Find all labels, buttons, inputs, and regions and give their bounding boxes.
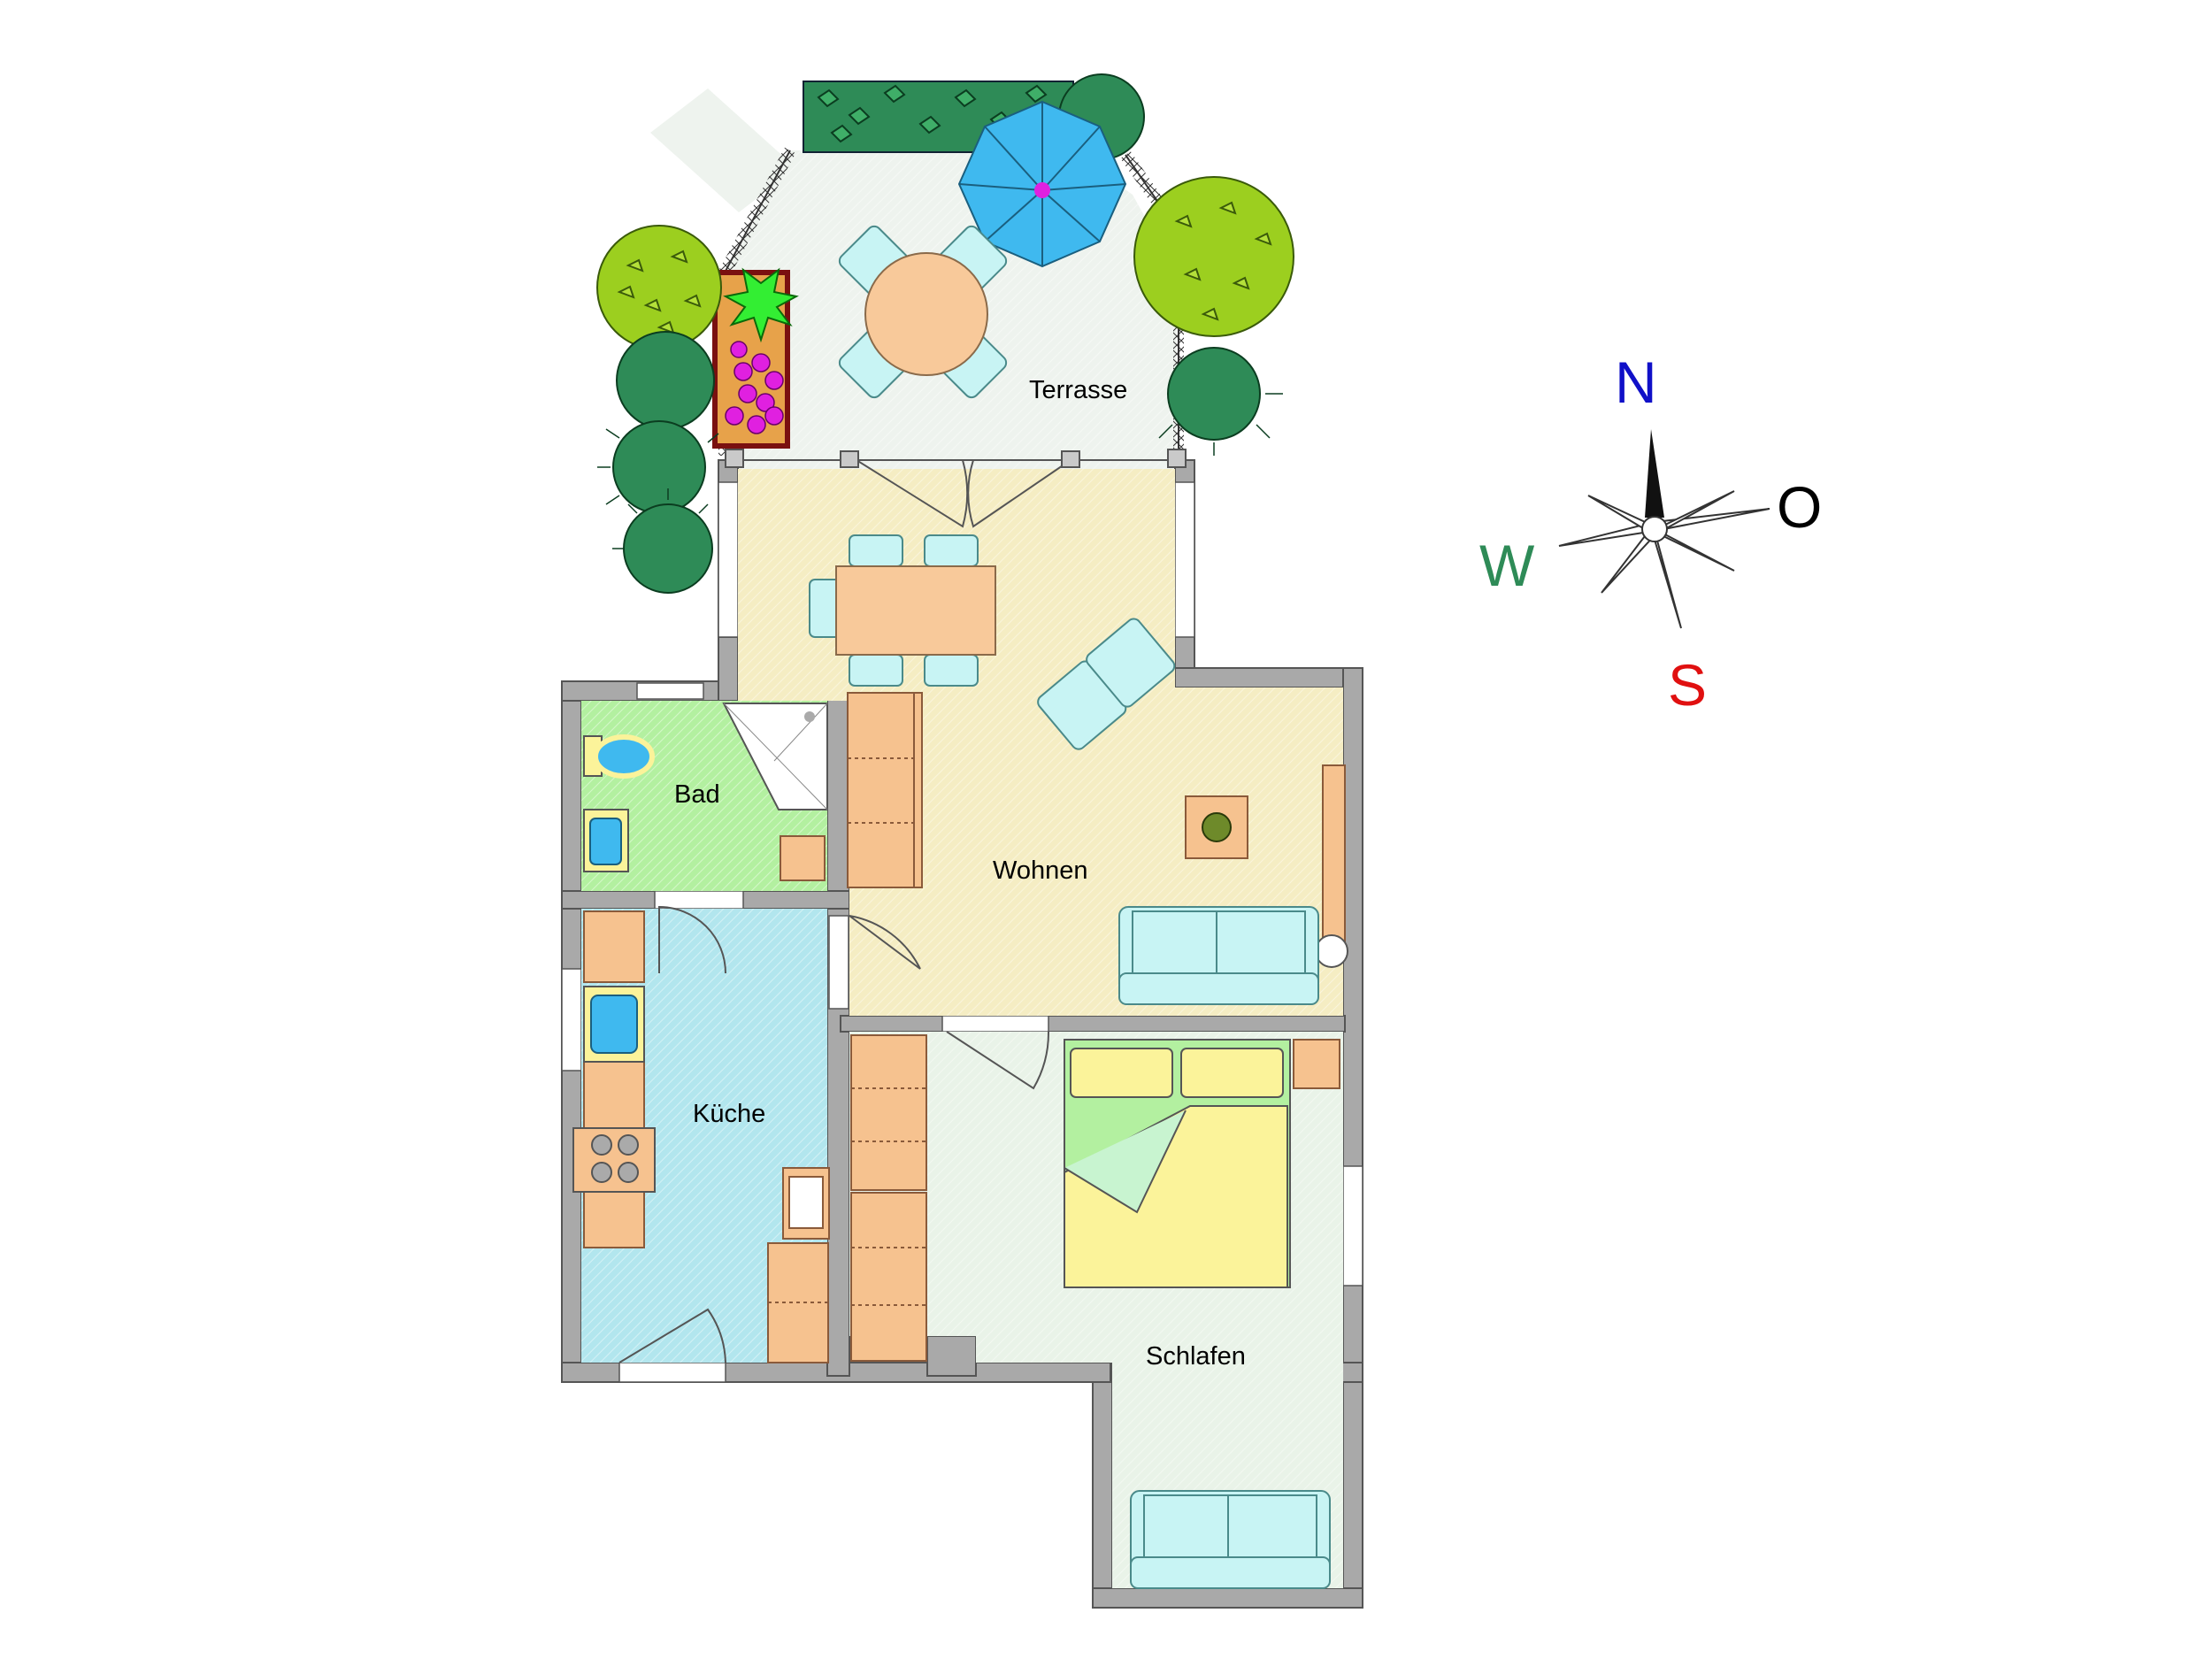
door-apartment-entry xyxy=(618,1308,726,1363)
floor-lamp-icon xyxy=(1315,934,1348,968)
kitchen-sink xyxy=(590,995,638,1054)
door-bedroom xyxy=(946,1031,1050,1090)
room-schlafen: Schlafen xyxy=(849,1031,1343,1589)
washbasin-bath xyxy=(583,809,629,872)
dining-chair-4 xyxy=(924,654,979,687)
dining-chair-1 xyxy=(849,534,903,567)
dining-chair-2 xyxy=(924,534,979,567)
wardrobe xyxy=(850,1034,927,1362)
terrace-table xyxy=(864,252,988,376)
compass-north-label: N xyxy=(1615,349,1657,415)
bed xyxy=(1064,1039,1291,1288)
door-living-kitchen xyxy=(849,915,921,970)
compass-rose: N O S W xyxy=(1479,349,1822,718)
terrace: Terrasse xyxy=(596,73,1294,594)
compass-east-label: O xyxy=(1777,474,1822,540)
shrub-left-dark-2 xyxy=(597,420,719,514)
dining-chair-3 xyxy=(849,654,903,687)
flowers-magenta xyxy=(725,341,784,434)
shrub-right-dark xyxy=(1158,347,1283,456)
stove xyxy=(572,1127,656,1193)
kitchen-counter xyxy=(583,910,645,1248)
room-kueche: Küche xyxy=(572,905,830,1363)
shrub-left-dark-1 xyxy=(616,331,715,430)
openings xyxy=(561,481,1363,1383)
sofa-bedroom xyxy=(1130,1490,1331,1589)
flowers-green xyxy=(723,267,799,343)
room-label-wohnen: Wohnen xyxy=(993,856,1088,885)
room-label-bad: Bad xyxy=(674,780,720,809)
room-label-kueche: Küche xyxy=(693,1100,765,1128)
compass-needle-north xyxy=(1645,429,1664,518)
shrub-left-dark-3 xyxy=(612,488,713,594)
compass-south-label: S xyxy=(1668,652,1707,718)
shower xyxy=(722,703,828,810)
room-label-terrasse: Terrasse xyxy=(1029,376,1127,404)
terrace-doors xyxy=(725,449,1187,528)
shrub-left-light xyxy=(596,225,722,350)
toilet xyxy=(583,734,655,779)
parasol-pole xyxy=(1034,182,1050,198)
kitchen-tall-unit xyxy=(767,1167,830,1363)
shrub-right-light xyxy=(1133,176,1294,337)
room-bad: Bad xyxy=(581,701,828,891)
plant-icon xyxy=(1202,812,1232,842)
sofa-living xyxy=(1118,906,1319,1005)
bath-cabinet xyxy=(780,835,826,881)
compass-west-label: W xyxy=(1479,533,1535,598)
nightstand xyxy=(1293,1039,1340,1089)
room-label-schlafen: Schlafen xyxy=(1146,1342,1246,1371)
dining-table xyxy=(835,565,996,656)
armchair-2 xyxy=(1086,618,1176,708)
door-kitchen xyxy=(658,905,726,974)
room-wohnen: Wohnen xyxy=(725,449,1348,1016)
living-cabinet xyxy=(847,692,923,888)
terrace-shadow xyxy=(650,88,796,212)
wall-shelf xyxy=(1322,764,1346,943)
